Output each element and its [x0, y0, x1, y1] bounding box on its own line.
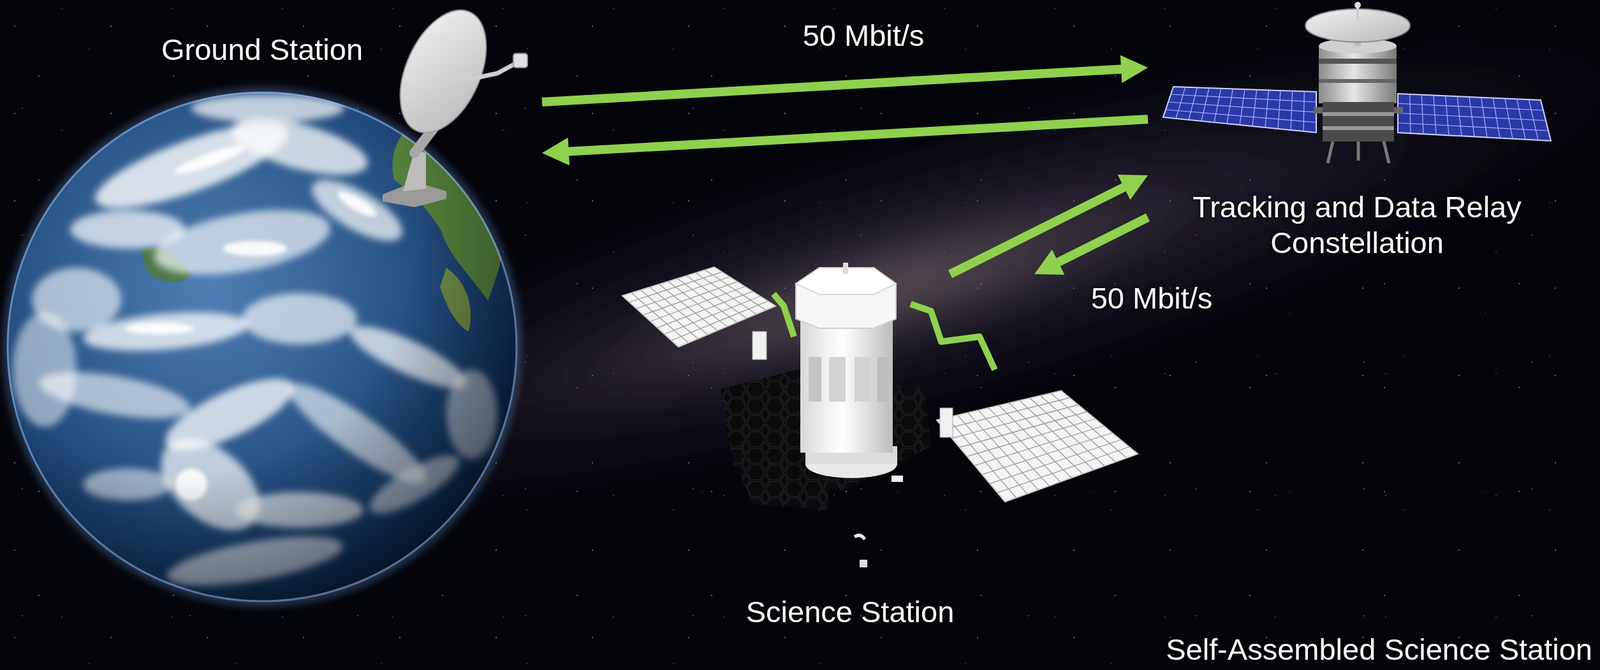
station-label: Ground Station [161, 31, 363, 68]
panel-grid-line [946, 417, 1016, 499]
panel-grid-line [643, 281, 738, 316]
panel-grid-line [967, 418, 1096, 457]
rate-label: 50 Mbit/s [1091, 280, 1213, 317]
panel-grid-line [982, 433, 1113, 475]
caption: Self-Assembled Science Station [1165, 631, 1593, 668]
data-link-arrow [542, 54, 1148, 107]
panel-grid-line [957, 415, 1028, 494]
panel-grid-line [1397, 123, 1549, 131]
ground-station-node: Ground Station [12, 19, 543, 613]
data-link-arrow [1034, 213, 1150, 275]
station-label: Tracking and Data Relay Constellation [1165, 189, 1549, 262]
panel-grid-line [944, 397, 1070, 430]
rate-label-wrap: 50 Mbit/s [802, 17, 925, 54]
panel-grid-line [664, 296, 761, 335]
panel-grid-line [974, 425, 1104, 466]
station-label: Science Station [746, 594, 955, 631]
relay-constellation-node: Tracking and Data Relay Constellation [1147, 0, 1588, 275]
panel-grid-line [657, 291, 753, 328]
panel-grid-line [989, 440, 1121, 485]
panel-grid-line [636, 276, 730, 309]
panel-grid-line [959, 411, 1087, 448]
panel-grid-line [997, 447, 1130, 493]
science-station-node: Science Station [612, 274, 1148, 645]
rate-label: 50 Mbit/s [802, 17, 925, 54]
panel-grid-line [952, 404, 1079, 439]
panel-grid-line [1170, 94, 1317, 103]
panel-grid-line [629, 272, 722, 303]
panel-grid-line [1168, 102, 1317, 113]
panel-grid-line [1397, 113, 1546, 122]
caption-wrap: Self-Assembled Science Station [1165, 631, 1593, 668]
data-link-arrow [542, 114, 1148, 166]
panel-grid-line [1165, 109, 1317, 123]
panel-grid-line [1050, 393, 1127, 458]
panel-grid-line [1397, 103, 1544, 111]
rate-label-wrap: 50 Mbit/s [1091, 280, 1213, 317]
